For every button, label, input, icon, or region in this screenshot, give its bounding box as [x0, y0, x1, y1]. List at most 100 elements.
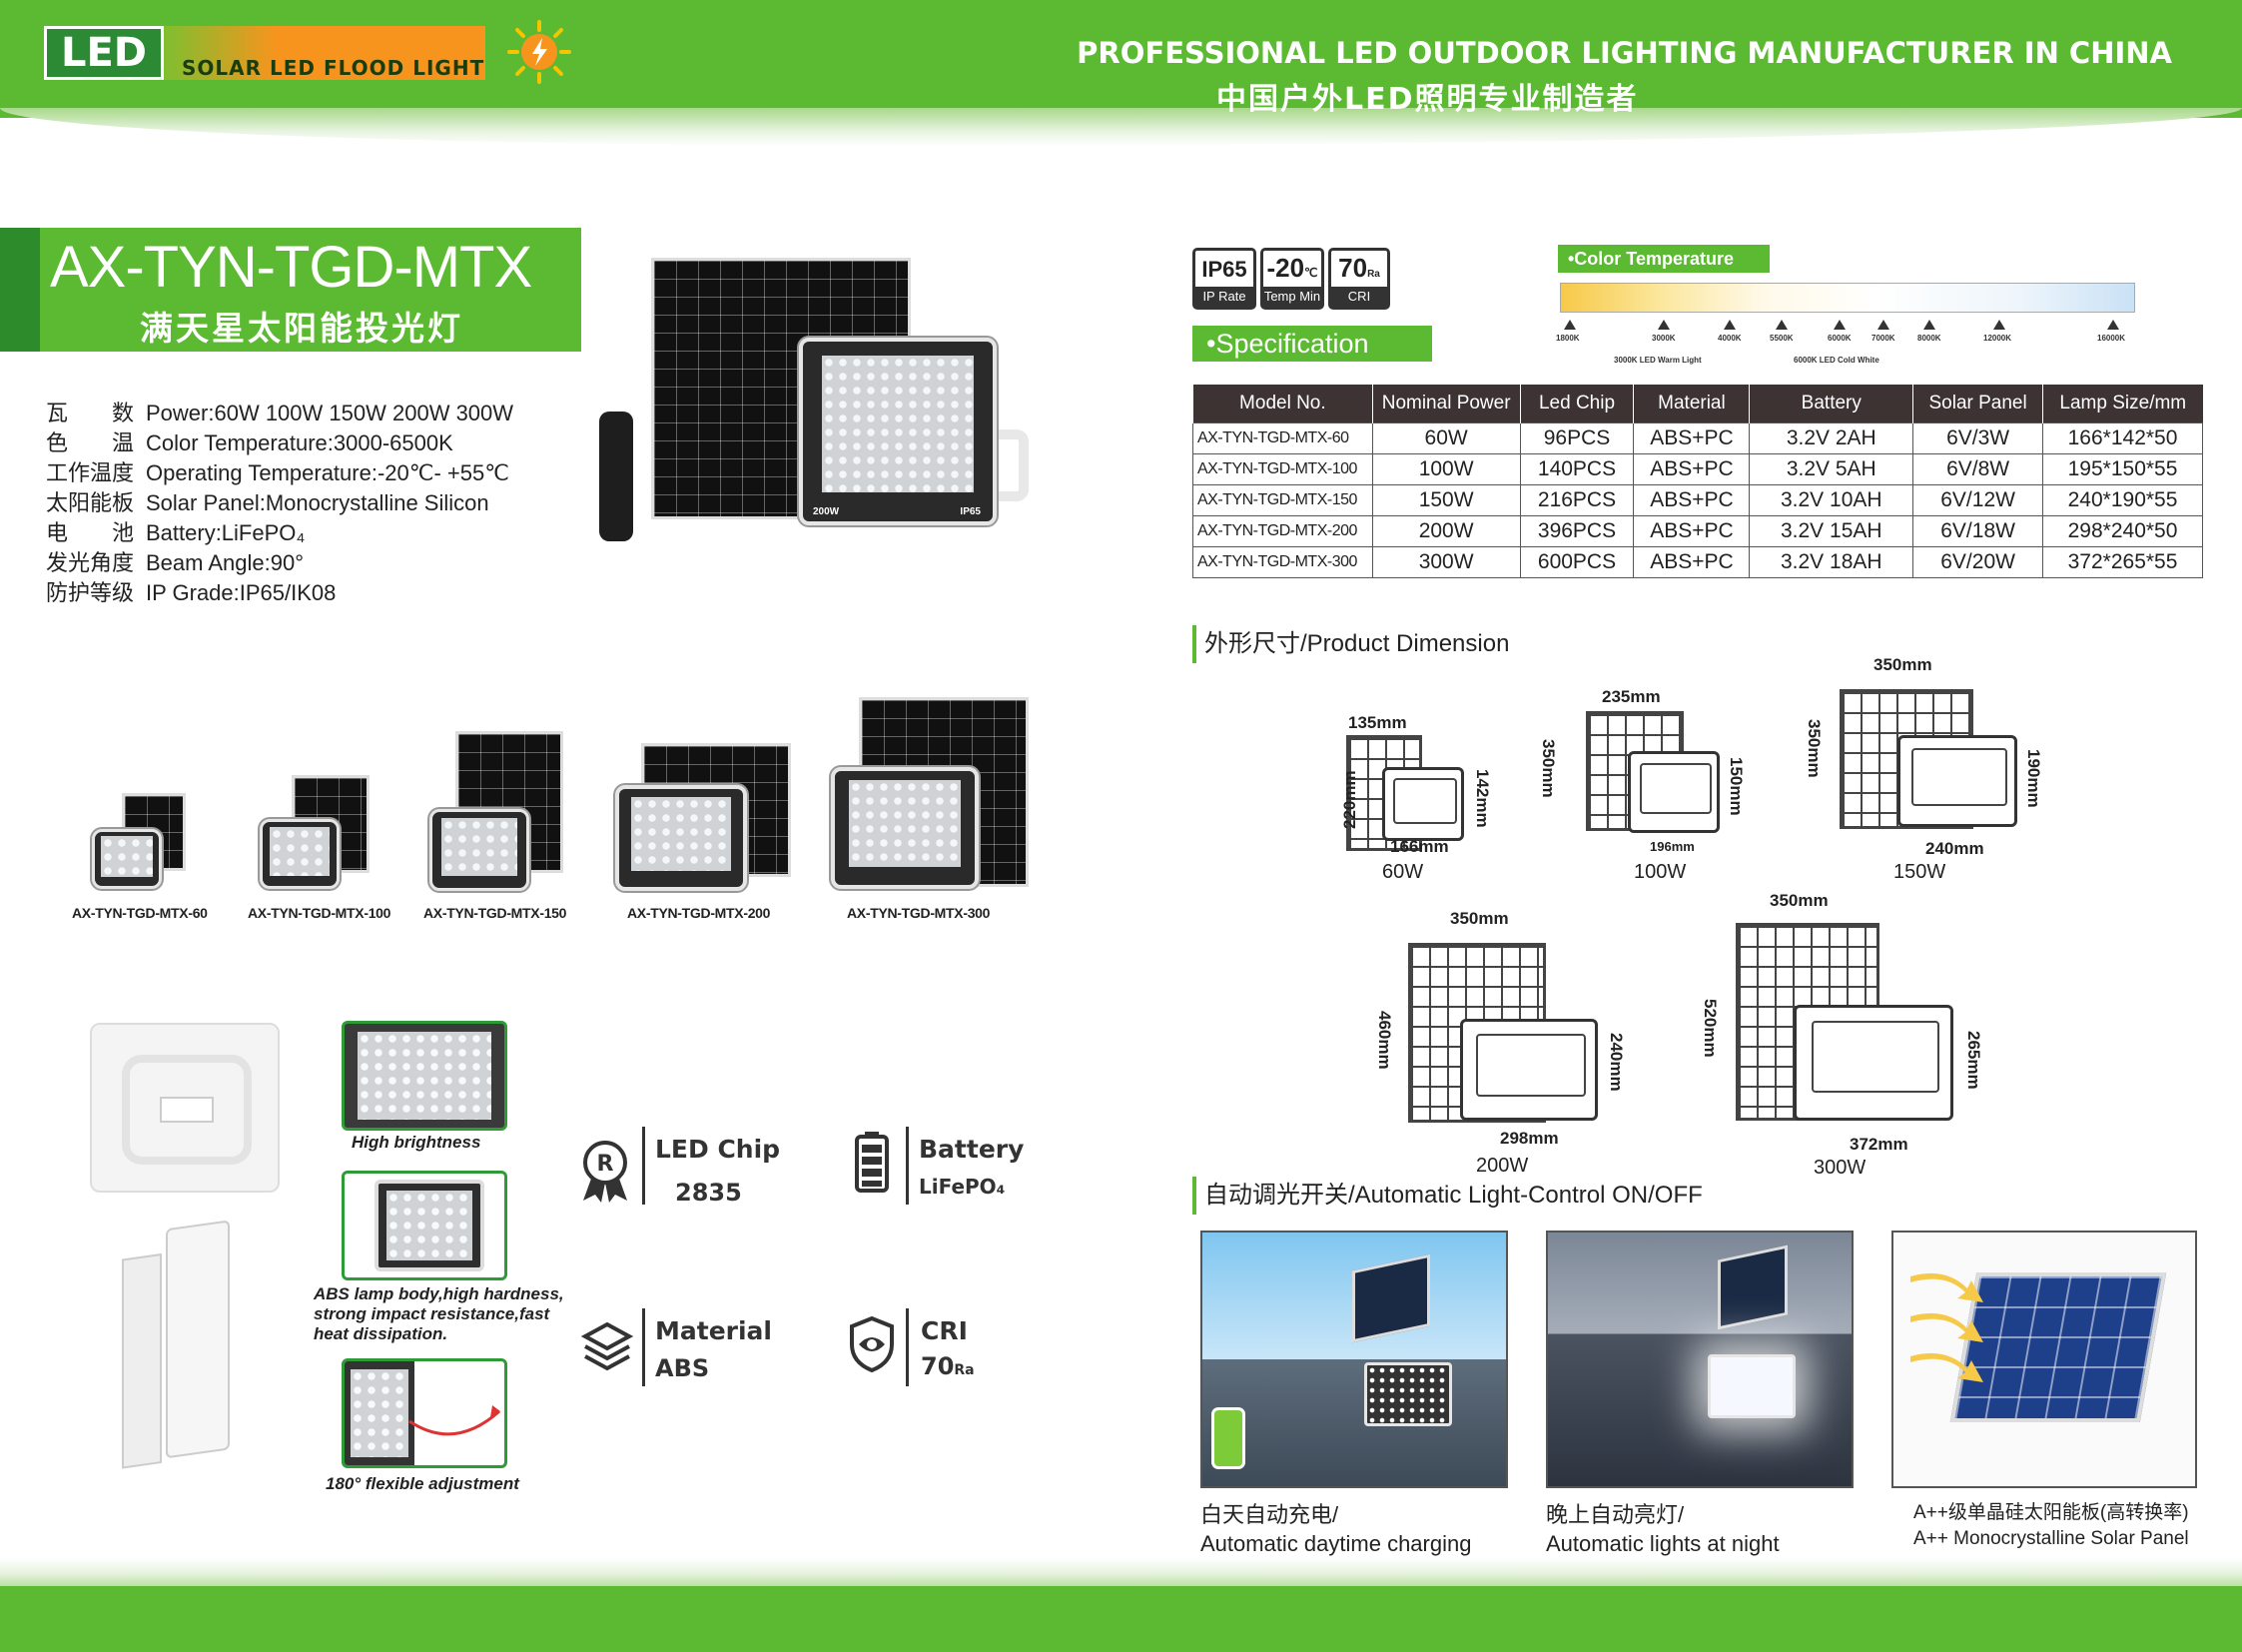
auto-control-section-title: 自动调光开关/Automatic Light-Control ON/OFF	[1192, 1177, 1703, 1215]
th-battery: Battery	[1749, 385, 1913, 422]
color-temp-tick-label: 4000K	[1718, 334, 1742, 343]
dim-300-lamp	[1794, 1005, 1953, 1121]
lamp-side-bracket-image	[112, 1207, 282, 1482]
dimension-section-title: 外形尺寸/Product Dimension	[1192, 625, 1509, 663]
header-tagline-en: PROFESSIONAL LED OUTDOOR LIGHTING MANUFA…	[1077, 36, 2172, 70]
dim-60-lamp-width: 166mm	[1390, 837, 1449, 856]
color-temp-tick	[1834, 320, 1846, 330]
header-wave	[0, 108, 2242, 146]
sun-bolt-icon	[507, 20, 571, 84]
title-box	[0, 228, 581, 352]
color-temp-tick-label: 5500K	[1770, 334, 1794, 343]
divider	[906, 1308, 909, 1386]
specification-header: •Specification	[1192, 326, 1432, 362]
th-model: Model No.	[1192, 385, 1373, 422]
cri-title: CRI	[921, 1316, 968, 1345]
dim-60-panel-height: 220mm	[1340, 770, 1359, 829]
led-chip-title: LED Chip	[655, 1135, 781, 1164]
layers-icon	[581, 1321, 633, 1371]
svg-text:R: R	[597, 1152, 614, 1177]
th-size: Lamp Size/mm	[2042, 385, 2203, 422]
table-header-row: Model No. Nominal Power Led Chip Materia…	[1192, 385, 2203, 422]
product-model: AX-TYN-TGD-MTX	[50, 235, 532, 300]
color-temp-tick-label: 1800K	[1556, 334, 1580, 343]
th-material: Material	[1633, 385, 1750, 422]
dim-100-lamp-height: 150mm	[1727, 757, 1746, 816]
led-badge: LED	[44, 26, 164, 80]
color-temp-tick	[1564, 320, 1576, 330]
cri-value: 70Ra	[921, 1352, 975, 1380]
dim-200-watt: 200W	[1476, 1155, 1529, 1177]
color-temp-tick	[1776, 320, 1788, 330]
remote-control-image	[599, 412, 633, 541]
hero-lamp-image: 200W IP65	[799, 338, 997, 525]
color-temp-tick-label: 12000K	[1983, 334, 2012, 343]
adjustment-image	[342, 1358, 507, 1468]
dim-60-panel-width: 135mm	[1348, 713, 1407, 732]
dim-300-lamp-width: 372mm	[1850, 1135, 1908, 1154]
hero-bracket-image	[993, 429, 1029, 501]
dim-200-lamp-width: 298mm	[1500, 1129, 1559, 1148]
abs-body-image	[342, 1171, 507, 1280]
dim-300-lamp-height: 265mm	[1964, 1031, 1983, 1090]
adjustment-caption: 180° flexible adjustment	[326, 1474, 519, 1493]
th-power: Nominal Power	[1371, 385, 1521, 422]
th-solar: Solar Panel	[1912, 385, 2043, 422]
battery-value: LiFePO₄	[919, 1175, 1006, 1199]
dim-200-panel-height: 460mm	[1375, 1011, 1394, 1070]
dim-150-lamp	[1897, 735, 2017, 827]
dim-60-watt: 60W	[1382, 861, 1424, 883]
dim-150-panel-height: 350mm	[1805, 719, 1824, 778]
dim-300-panel-height: 520mm	[1701, 999, 1720, 1058]
color-temp-tick-label: 6000K	[1828, 334, 1852, 343]
dim-300-panel-width: 350mm	[1770, 891, 1829, 910]
footer-bar	[0, 1586, 2242, 1652]
color-temp-tick	[1993, 320, 2005, 330]
dim-150-lamp-height: 190mm	[2024, 749, 2043, 808]
dim-200-panel-width: 350mm	[1450, 909, 1509, 928]
led-strip	[164, 26, 485, 80]
divider	[906, 1127, 909, 1205]
dim-100-panel-width: 235mm	[1602, 687, 1661, 706]
dim-200-lamp	[1460, 1019, 1598, 1121]
divider	[642, 1308, 645, 1386]
title-accent	[0, 228, 40, 352]
material-title: Material	[655, 1316, 772, 1345]
variant-label: AX-TYN-TGD-MTX-300	[847, 905, 991, 921]
divider	[642, 1127, 645, 1205]
dim-200-lamp-height: 240mm	[1607, 1033, 1626, 1092]
battery-title: Battery	[919, 1135, 1025, 1164]
daytime-caption: 白天自动充电/Automatic daytime charging	[1200, 1502, 1472, 1556]
variant-label: AX-TYN-TGD-MTX-200	[627, 905, 771, 921]
solar-panel-image	[1891, 1231, 2197, 1488]
led-chip-value: 2835	[675, 1179, 742, 1207]
dim-100-lamp-width: 196mm	[1650, 839, 1695, 854]
variant-300-lamp-image	[831, 767, 979, 889]
dim-150-lamp-width: 240mm	[1925, 839, 1984, 858]
warm-light-label: 3000K LED Warm Light	[1614, 356, 1702, 365]
color-temp-tick-label: 3000K	[1652, 334, 1676, 343]
variant-label: AX-TYN-TGD-MTX-60	[72, 905, 208, 921]
dim-100-watt: 100W	[1634, 861, 1687, 883]
product-name-cn: 满天星太阳能投光灯	[140, 309, 463, 348]
color-temp-tick	[1724, 320, 1736, 330]
color-temp-header: •Color Temperature	[1558, 245, 1770, 273]
hero-lamp-watt: 200W	[813, 506, 840, 517]
cold-white-label: 6000K LED Cold White	[1794, 356, 1879, 365]
color-temp-tick	[1658, 320, 1670, 330]
variant-60-lamp-image	[92, 829, 162, 889]
hero-lamp-ip: IP65	[960, 506, 981, 517]
dim-150-panel-width: 350mm	[1873, 655, 1932, 674]
color-temp-tick	[2107, 320, 2119, 330]
shield-eye-icon	[850, 1316, 894, 1372]
variant-150-lamp-image	[429, 809, 529, 891]
led-strip-text: SOLAR LED FLOOD LIGHT	[182, 56, 485, 80]
